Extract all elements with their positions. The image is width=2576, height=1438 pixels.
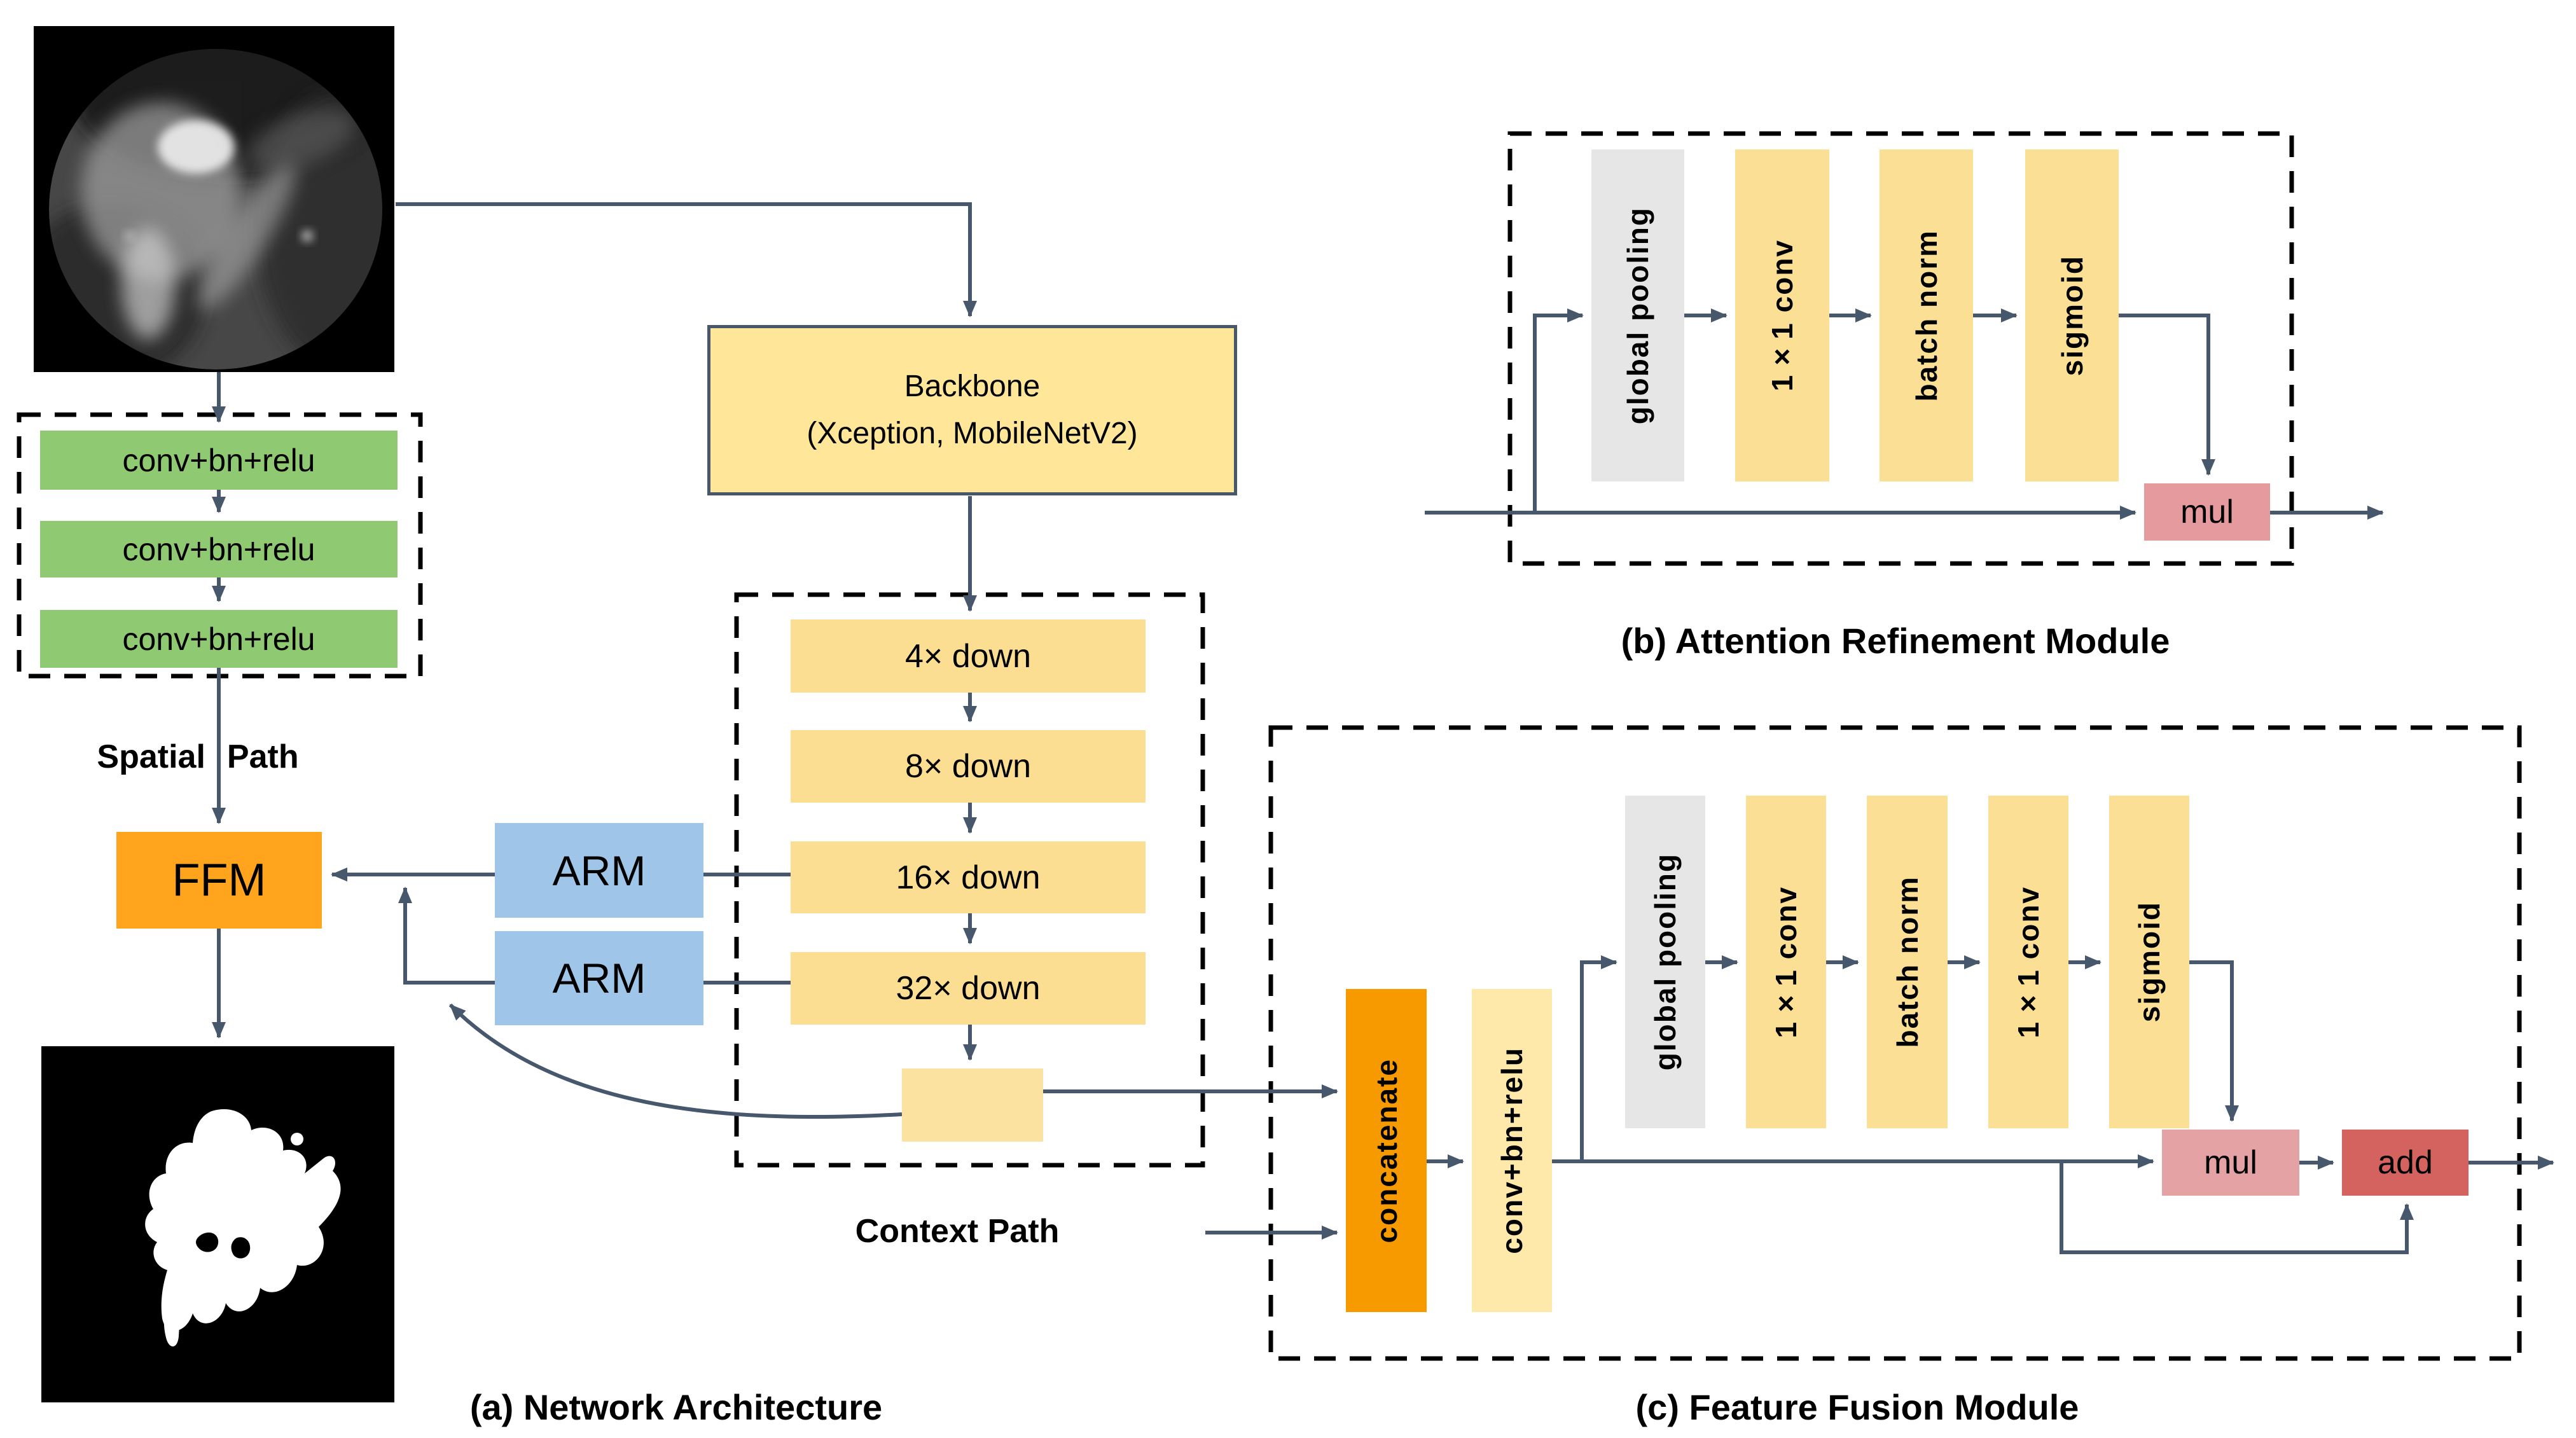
ffm-module-mul-box: mul	[2162, 1130, 2299, 1196]
ffm-box-label: FFM	[172, 855, 267, 906]
spatial-block-1-label: conv+bn+relu	[122, 442, 315, 478]
ffm-module-1x1conv-label-2: 1×1 conv	[2012, 885, 2045, 1039]
ffm-module-1x1conv-bar-2: 1×1 conv	[1988, 796, 2068, 1128]
spatial-path-word2: Path	[226, 738, 299, 775]
arm-box-2-label: ARM	[552, 955, 646, 1002]
wire-ffm-sigmoid-to-mul	[2189, 960, 2239, 1122]
wire-image-to-backbone	[396, 202, 977, 317]
spatial-block-2: conv+bn+relu	[40, 521, 398, 577]
spatial-path-label: Spatial Path	[52, 738, 344, 776]
caption-attention-refinement-module: (b) Attention Refinement Module	[1621, 621, 2170, 661]
ffm-module-batchnorm-bar: batch norm	[1867, 796, 1948, 1128]
arm-module-sigmoid-label: sigmoid	[2055, 254, 2089, 377]
arm-module-global-pooling-bar: global pooling	[1591, 149, 1684, 481]
spatial-block-3: conv+bn+relu	[40, 610, 398, 668]
arm-module-batchnorm-bar: batch norm	[1880, 149, 1973, 481]
down-block-4x-label: 4× down	[904, 637, 1032, 675]
arm-module-global-pooling-label: global pooling	[1621, 206, 1654, 425]
spatial-block-2-label: conv+bn+relu	[122, 531, 315, 567]
caption-feature-fusion-module: (c) Feature Fusion Module	[1635, 1387, 2079, 1427]
wire-arm-riser-to-globalpooling	[1533, 308, 1584, 513]
down-block-16x-label: 16× down	[896, 859, 1041, 896]
context-path-label: Context Path	[855, 1213, 1060, 1250]
ffm-module-global-pooling-label: global pooling	[1649, 853, 1682, 1071]
arm-module-sigmoid-bar: sigmoid	[2025, 149, 2119, 481]
down-block-32x: 32× down	[791, 952, 1146, 1025]
down-block-16x: 16× down	[791, 841, 1146, 913]
arm-box-2: ARM	[495, 931, 703, 1025]
ffm-module-concatenate-bar: concatenate	[1346, 989, 1427, 1312]
ffm-module-mul-label: mul	[2204, 1144, 2257, 1181]
ffm-module-sigmoid-bar: sigmoid	[2109, 796, 2189, 1128]
spatial-block-1: conv+bn+relu	[40, 431, 398, 490]
output-mask-image	[41, 1046, 394, 1402]
ffm-module-global-pooling-bar: global pooling	[1625, 796, 1705, 1128]
arm-module-1x1conv-label: 1×1 conv	[1766, 239, 1799, 392]
ffm-module-1x1conv-label-1: 1×1 conv	[1769, 885, 1803, 1039]
arm-module-1x1conv-bar: 1×1 conv	[1735, 149, 1829, 481]
ffm-module-conv-label: conv+bn+relu	[1495, 1047, 1528, 1254]
spatial-path-word1: Spatial	[97, 738, 205, 775]
backbone-label-line1: Backbone	[904, 369, 1041, 403]
input-image	[34, 26, 394, 372]
ffm-module-add-box: add	[2342, 1130, 2469, 1196]
context-tail-box	[902, 1068, 1043, 1142]
ffm-module-add-label: add	[2378, 1144, 2433, 1181]
arm-box-1-label: ARM	[552, 847, 646, 894]
arm-box-1: ARM	[495, 823, 703, 918]
wire-ffm-riser-to-globalpooling	[1580, 955, 1617, 1161]
arm-module-mul-box: mul	[2144, 483, 2270, 541]
spatial-block-3-label: conv+bn+relu	[122, 621, 315, 657]
down-block-32x-label: 32× down	[896, 970, 1041, 1007]
down-block-8x-label: 8× down	[904, 748, 1032, 785]
ffm-box: FFM	[116, 832, 322, 929]
arm-module-batchnorm-label: batch norm	[1909, 229, 1943, 402]
wire-arm-sigmoid-to-mul	[2119, 314, 2215, 476]
ffm-module-concatenate-label: concatenate	[1369, 1058, 1403, 1243]
ffm-module-1x1conv-bar-1: 1×1 conv	[1746, 796, 1826, 1128]
backbone-label-line2: (Xception, MobileNetV2)	[807, 417, 1138, 450]
input-image-graphic	[34, 26, 394, 372]
ffm-module-batchnorm-label: batch norm	[1890, 876, 1924, 1048]
arm-module-mul-label: mul	[2180, 494, 2234, 530]
down-block-4x: 4× down	[791, 619, 1146, 693]
output-mask-graphic	[41, 1046, 394, 1402]
down-block-8x: 8× down	[791, 730, 1146, 803]
caption-network-architecture: (a) Network Architecture	[469, 1387, 883, 1427]
ffm-module-sigmoid-label: sigmoid	[2133, 901, 2166, 1023]
backbone-box: Backbone (Xception, MobileNetV2)	[707, 325, 1237, 495]
ffm-module-conv-bar: conv+bn+relu	[1472, 989, 1552, 1312]
